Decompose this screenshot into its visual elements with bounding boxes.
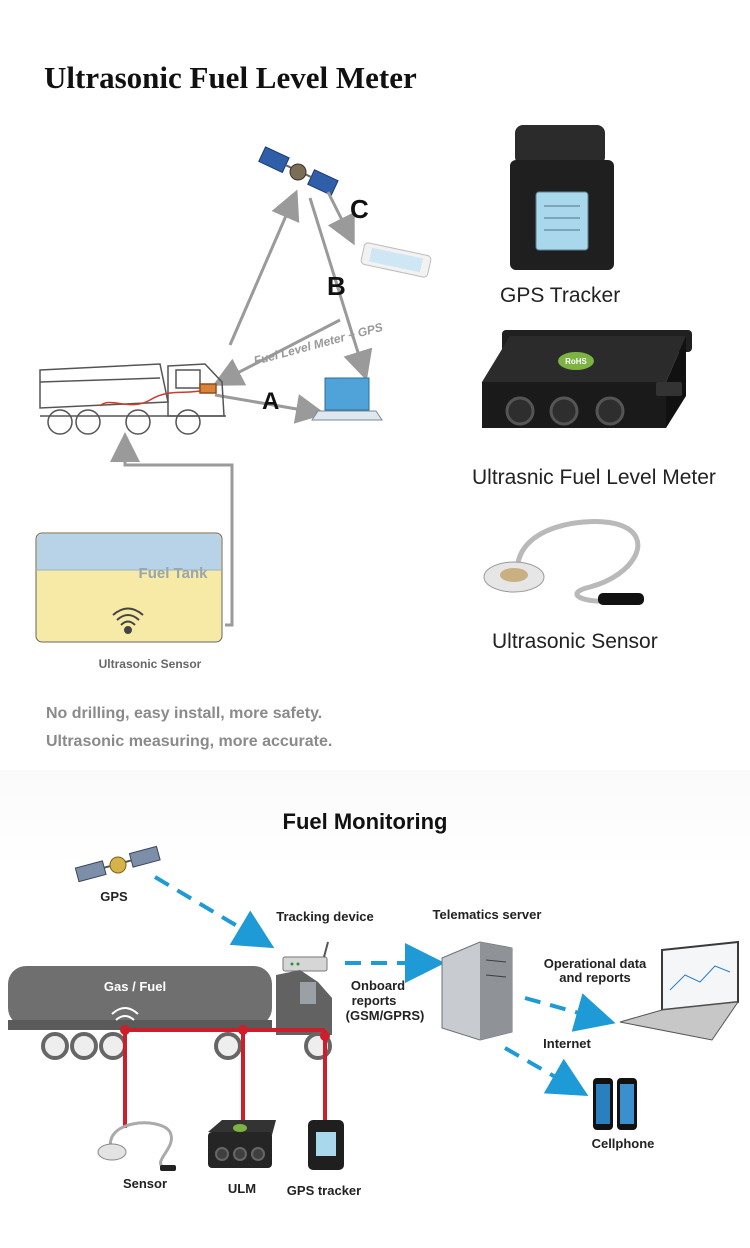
onboard-label-1: Onboard bbox=[351, 978, 405, 993]
sensor-arrow bbox=[110, 432, 234, 627]
onboard-label-2: reports bbox=[352, 993, 397, 1008]
telematics-server-label: Telematics server bbox=[433, 907, 542, 922]
cellphone-icon bbox=[593, 1078, 637, 1130]
laptop-icon bbox=[311, 377, 383, 421]
tracking-device-label: Tracking device bbox=[276, 909, 374, 924]
ulm-label: ULM bbox=[228, 1181, 256, 1196]
gps-label: GPS bbox=[100, 889, 128, 904]
diagonal-label: Fuel Level Meter + GPS bbox=[252, 320, 384, 368]
fuel-tank bbox=[35, 532, 223, 643]
gps-satellite-icon bbox=[74, 845, 161, 883]
fuel-monitoring-diagram: GPS Tracking device Telematics server Ga… bbox=[8, 845, 740, 1198]
fuel-meter-image: RoHS bbox=[482, 330, 692, 428]
benefit-line-2: Ultrasonic measuring, more accurate. bbox=[46, 733, 333, 750]
top-diagram: Fuel Tank Ultrasonic Sensor A B C Fuel L… bbox=[35, 146, 432, 671]
direct-arrow bbox=[214, 393, 326, 424]
telematics-server-icon bbox=[441, 941, 513, 1041]
tracking-device-icon bbox=[282, 941, 329, 972]
fuel-monitoring-title: Fuel Monitoring bbox=[282, 809, 448, 834]
operational-laptop-icon bbox=[619, 940, 740, 1041]
benefit-line-1: No drilling, easy install, more safety. bbox=[46, 705, 323, 722]
letter-b: B bbox=[327, 271, 346, 301]
letter-a: A bbox=[262, 388, 279, 415]
letter-c: C bbox=[350, 194, 369, 224]
operational-label-2: and reports bbox=[559, 970, 631, 985]
operational-label-1: Operational data bbox=[544, 956, 647, 971]
ultrasonic-sensor-label: Ultrasonic Sensor bbox=[99, 657, 202, 671]
gas-fuel-label: Gas / Fuel bbox=[104, 979, 166, 994]
internet-link-arrow bbox=[504, 1046, 589, 1096]
satellite-icon bbox=[258, 146, 339, 196]
phone-icon bbox=[360, 242, 432, 278]
cellphone-label: Cellphone bbox=[592, 1136, 655, 1151]
red-wiring bbox=[123, 1028, 327, 1128]
gps-tracker-image bbox=[510, 125, 614, 270]
rohs-badge: RoHS bbox=[565, 357, 587, 366]
wire-node-gps bbox=[320, 1031, 330, 1041]
ulm-device-icon bbox=[208, 1120, 276, 1168]
sensor-device-icon bbox=[97, 1121, 176, 1171]
tanker-truck-illustration bbox=[8, 966, 332, 1060]
truck-illustration bbox=[39, 363, 226, 435]
ultrasonic-wave-icon bbox=[112, 607, 144, 634]
sensor-label: Sensor bbox=[123, 1176, 167, 1191]
laptop-arrow bbox=[308, 197, 373, 381]
sensor-product-label: Ultrasonic Sensor bbox=[492, 630, 658, 653]
gps-tracker-device-icon bbox=[308, 1120, 344, 1170]
fuel-meter-label: Ultrasnic Fuel Level Meter bbox=[472, 466, 716, 489]
gps-tracker-bottom-label: GPS tracker bbox=[287, 1183, 361, 1198]
uplink-arrow bbox=[228, 189, 300, 346]
product-illustrations: RoHS bbox=[482, 125, 692, 428]
internet-label: Internet bbox=[543, 1036, 591, 1051]
wire-node-ulm bbox=[238, 1025, 248, 1035]
operational-link-arrow bbox=[524, 993, 616, 1032]
truck-arrow bbox=[212, 318, 341, 386]
sensor-image bbox=[483, 519, 644, 605]
fuel-tank-label: Fuel Tank bbox=[139, 565, 209, 582]
gps-tracker-label: GPS Tracker bbox=[500, 284, 621, 307]
gps-link-arrow bbox=[153, 875, 275, 949]
phone-arrow bbox=[326, 191, 355, 246]
onboard-label-3: (GSM/GPRS) bbox=[346, 1008, 425, 1023]
wire-node-sensor bbox=[120, 1025, 130, 1035]
page-title: Ultrasonic Fuel Level Meter bbox=[44, 60, 417, 95]
